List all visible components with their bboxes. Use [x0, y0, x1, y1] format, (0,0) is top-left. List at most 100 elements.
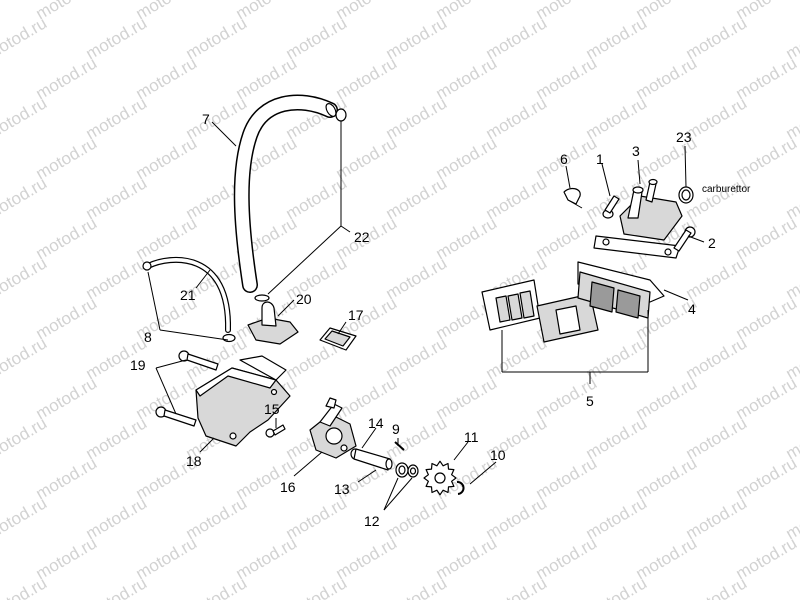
- callout-23: 23: [676, 129, 692, 145]
- watermark-text: motod.ru: [283, 13, 351, 63]
- part-15-screw: [265, 424, 286, 438]
- watermark-text: motod.ru: [733, 453, 800, 503]
- watermark-text: motod.ru: [83, 493, 151, 543]
- watermark-text: motod.ru: [433, 533, 501, 583]
- watermark-text: motod.ru: [0, 173, 50, 223]
- watermark-text: motod.ru: [283, 573, 351, 600]
- watermark-text: motod.ru: [533, 453, 601, 503]
- callout-13: 13: [334, 481, 350, 497]
- watermark-text: motod.ru: [383, 93, 451, 143]
- part-7-hose: [233, 94, 338, 293]
- watermark-text: motod.ru: [383, 493, 451, 543]
- watermark-text: motod.ru: [683, 493, 751, 543]
- watermark-text: motod.ru: [0, 93, 50, 143]
- callout-18: 18: [186, 453, 202, 469]
- part-12-washers: [395, 462, 419, 478]
- watermark-text: motod.ru: [483, 333, 551, 383]
- watermark-text: motod.ru: [433, 213, 501, 263]
- callout-19: 19: [130, 357, 146, 373]
- watermark-text: motod.ru: [83, 413, 151, 463]
- watermark-text: motod.ru: [583, 13, 651, 63]
- watermark-text: motod.ru: [233, 533, 301, 583]
- part-1-bolt: [602, 195, 620, 219]
- watermark-text: motod.ru: [33, 453, 101, 503]
- watermark-text: motod.ru: [33, 293, 101, 343]
- watermark-text: motod.ru: [533, 533, 601, 583]
- watermark-text: motod.ru: [0, 493, 50, 543]
- watermark-text: motod.ru: [733, 533, 800, 583]
- watermark-text: motod.ru: [483, 93, 551, 143]
- watermark-text: motod.ru: [183, 93, 251, 143]
- callout-3: 3: [632, 143, 640, 159]
- watermark-text: motod.ru: [383, 573, 451, 600]
- part-9-pin: [394, 441, 405, 451]
- watermark-text: motod.ru: [733, 133, 800, 183]
- watermark-text: motod.ru: [0, 13, 50, 63]
- part-plate-gasket: [593, 235, 681, 259]
- watermark-text: motod.ru: [383, 333, 451, 383]
- watermark-text: motod.ru: [83, 93, 151, 143]
- watermark-text: motod.ru: [333, 533, 401, 583]
- watermark-text: motod.ru: [183, 13, 251, 63]
- part-2-bolt: [673, 226, 696, 252]
- watermark-text: motod.ru: [733, 373, 800, 423]
- callout-21: 21: [180, 287, 196, 303]
- watermark-text: motod.ru: [283, 493, 351, 543]
- watermark-text: motod.ru: [583, 93, 651, 143]
- watermark-text: motod.ru: [433, 133, 501, 183]
- watermark-text: motod.ru: [533, 53, 601, 103]
- watermark-text: motod.ru: [83, 173, 151, 223]
- watermark-text: motod.ru: [383, 253, 451, 303]
- watermark-text: motod.ru: [683, 573, 751, 600]
- watermark-text: motod.ru: [533, 213, 601, 263]
- callout-22: 22: [354, 229, 370, 245]
- part-22-clip: [335, 108, 347, 128]
- watermark-text: motod.ru: [633, 373, 701, 423]
- callout-12: 12: [364, 513, 380, 529]
- part-19-screws: [155, 350, 219, 427]
- callout-8: 8: [144, 329, 152, 345]
- callout-16: 16: [280, 479, 296, 495]
- watermark-text: motod.ru: [183, 573, 251, 600]
- watermark-text: motod.ru: [133, 533, 201, 583]
- part-4-reed-block: [577, 261, 665, 319]
- callout-7: 7: [202, 111, 210, 127]
- part-6-clip: [563, 187, 583, 209]
- watermark-text: motod.ru: [433, 373, 501, 423]
- watermark-text: motod.ru: [733, 293, 800, 343]
- callout-11: 11: [464, 429, 479, 445]
- watermark-text: motod.ru: [783, 573, 800, 600]
- watermark-text: motod.ru: [483, 173, 551, 223]
- watermark-text: motod.ru: [0, 333, 50, 383]
- callout-2: 2: [708, 235, 716, 251]
- part-17-gasket: [319, 327, 357, 351]
- callout-1: 1: [596, 151, 604, 167]
- callout-15: 15: [264, 401, 280, 417]
- watermark-text: motod.ru: [633, 533, 701, 583]
- watermark-text: motod.ru: [483, 573, 551, 600]
- carburettor-label: carburettor: [702, 184, 751, 195]
- callout-numbers: 7 22 21 8 20 17 19 18 15 16 14 13 9 12 1…: [130, 111, 751, 529]
- part-14-pin: [350, 448, 393, 471]
- part-3-manifold: [619, 178, 683, 241]
- leader-lines: [147, 121, 705, 511]
- watermark-text: motod.ru: [683, 413, 751, 463]
- part-20-boot: [247, 294, 299, 345]
- watermark-text: motod.ru: [633, 53, 701, 103]
- part-21-pipe: [142, 256, 236, 343]
- watermark-text: motod.ru: [33, 373, 101, 423]
- callout-4: 4: [688, 301, 696, 317]
- callout-10: 10: [490, 447, 506, 463]
- watermark-text: motod.ru: [83, 573, 151, 600]
- part-10-circlip: [456, 481, 465, 495]
- watermark-text: motod.ru: [383, 13, 451, 63]
- watermark-text: motod.ru: [683, 93, 751, 143]
- watermark-text: motod.ru: [583, 333, 651, 383]
- gear-hub: [434, 472, 446, 484]
- watermark-text: motod.ru: [333, 53, 401, 103]
- callout-9: 9: [392, 421, 400, 437]
- part-5-reed-petals: [481, 279, 599, 343]
- part-18-cover: [195, 355, 291, 447]
- watermark-text: motod.ru: [133, 133, 201, 183]
